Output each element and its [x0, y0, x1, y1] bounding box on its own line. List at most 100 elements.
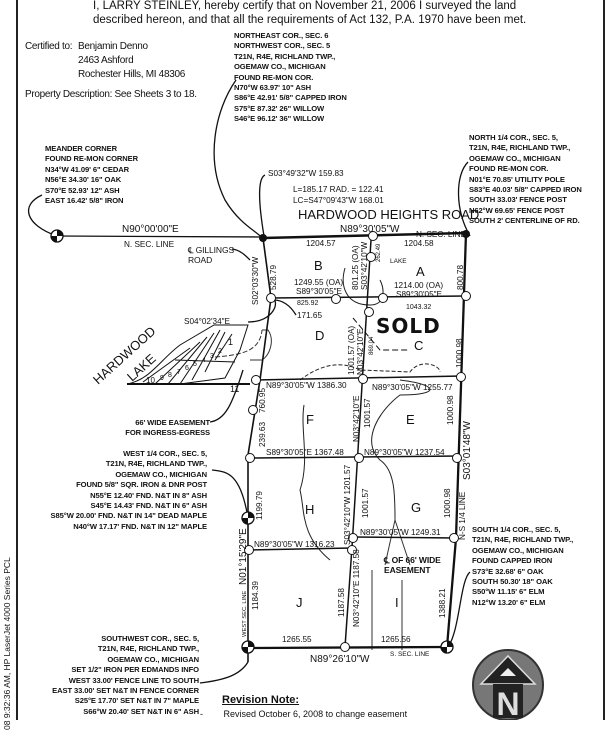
callout-line: 66' WIDE EASEMENT	[135, 418, 210, 427]
certified-to-label: Certified to:	[25, 41, 73, 52]
dim-bd-bearing: S89°30'05"E	[296, 287, 343, 296]
callout-line: OGEMAW CO., MICHIGAN	[107, 654, 199, 664]
dim-j-south: 1265.55	[282, 635, 312, 644]
callout-south-quarter-corner: SOUTH 1/4 COR., SEC. 5,T21N, R4E, RICHLA…	[472, 525, 573, 608]
callout-line: FOUND RE-MON COR.	[234, 72, 314, 82]
callout-line: SOUTH 33.03' FENCE POST	[469, 195, 567, 205]
dim-w-1199: 1199.79	[255, 491, 264, 520]
dim-ab-len: 801.25 (OA)	[351, 245, 360, 290]
callout-southwest-corner: SOUTHWEST COR., SEC. 5,T21N, R4E, RICHLA…	[52, 634, 199, 717]
dim-ji-len: 1187.58	[337, 588, 346, 617]
callout-line: WEST 33.00' FENCE LINE TO SOUTH	[68, 675, 199, 685]
certification-line-1: I, LARRY STEINLEY, hereby certify that o…	[93, 0, 517, 12]
callout-line: S73°E 32.68' 6" OAK	[472, 566, 544, 576]
dim-gi-line: N89°30'05"W 1249.31	[360, 528, 441, 537]
callout-line: N01°E 70.85' UTILITY POLE	[469, 174, 565, 184]
dim-dc-bearing: N03°42'10"E	[356, 328, 365, 375]
callout-line: S70°E 52.93' 12" ASH	[45, 185, 120, 195]
dim-east-bearing: S03°01'48"W	[462, 421, 473, 480]
dim-w-239: 239.63	[258, 422, 267, 447]
callout-line: N56°E 34.30' 16" OAK	[45, 175, 122, 185]
revision-dash: -	[200, 709, 203, 719]
callout-line: S85°W 20.00' FND. N&T IN 14" DEAD MAPLE	[50, 511, 208, 521]
callout-west-quarter-corner: WEST 1/4 COR., SEC. 5,T21N, R4E, RICHLAN…	[50, 449, 208, 532]
sublot-4: 4	[202, 357, 206, 364]
callout-line: SOUTHWEST COR., SEC. 5,	[101, 634, 199, 643]
leader-curve	[258, 174, 266, 237]
leader-meander	[28, 194, 58, 237]
certified-to-block: Benjamin Denno 2463 Ashford Rochester Hi…	[78, 40, 185, 82]
dim-b-north: 1204.57	[306, 239, 336, 248]
sublot-2: 2	[218, 348, 222, 355]
dim-e-east: 1000.98	[446, 395, 455, 425]
dim-w-760: 760.95	[258, 388, 267, 413]
corner-marker-northwest	[259, 234, 267, 242]
callout-line: S75°E 87.32' 26" WILLOW	[234, 103, 325, 113]
lot-f: F	[306, 412, 314, 427]
certified-street: 2463 Ashford	[78, 55, 134, 66]
dim-dc-len: 1001.57 (OA)	[347, 326, 356, 375]
callout-line: N55°E 12.40' FND. N&T IN 8" ASH	[90, 490, 207, 500]
sold-annotation: SOLD	[376, 314, 441, 338]
dim-n-line-west: N90°00'00"E	[122, 224, 179, 235]
callout-line: T21N, R4E, RICHLAND TWP.,	[469, 143, 571, 153]
lake-label: LAKE	[390, 258, 407, 265]
sublot-5: 5	[193, 361, 197, 368]
callout-line: T21N, R4E, RICHLAND TWP.,	[97, 644, 199, 654]
dim-ji-bearing: N03°42'10"E 1187.58	[352, 549, 361, 627]
leader-lines	[28, 79, 471, 684]
parcel-boundaries	[56, 231, 468, 662]
dim-n-sec-line: N. SEC. LINE	[124, 240, 175, 249]
dim-dc-short: 869.04	[369, 336, 375, 355]
callout-line: N62°W 69.65' FENCE POST	[469, 205, 565, 215]
lot-j: J	[296, 595, 303, 610]
sublot-9: 9	[160, 375, 164, 382]
callout-line: ℄ GILLINGS	[188, 245, 235, 255]
corner-marker-south-quarter	[440, 640, 454, 654]
corner-marker-north-quarter	[462, 230, 470, 238]
callout-line: FOUND CAPPED IRON	[472, 556, 553, 566]
callout-line: S46°E 96.12' 36" WILLOW	[234, 114, 325, 124]
callout-line: WEST 1/4 COR., SEC. 5,	[123, 449, 207, 458]
callout-line: ℄ OF 66' WIDE	[384, 555, 441, 565]
leader-171	[273, 299, 297, 316]
lot-i: I	[395, 595, 399, 610]
leader-south-quarter	[447, 571, 471, 648]
callout-line: OGEMAW CO., MICHIGAN	[472, 545, 564, 555]
sublot-7: 7	[177, 369, 181, 376]
leader-ne-sec6	[213, 79, 263, 239]
dim-eg-line: N89°30'05"W 1237.54	[364, 448, 445, 457]
lot-c: C	[414, 338, 423, 353]
callout-line: OGEMAW CO., MICHIGAN	[469, 153, 561, 163]
certified-name: Benjamin Denno	[78, 41, 148, 52]
dim-i-east: 1388.21	[438, 588, 447, 618]
callout-line: S83°E 40.03' 5/8" CAPPED IRON	[469, 185, 582, 195]
dim-ce-line: N89°30'05"W 1255.77	[372, 383, 453, 392]
dim-fe-len: 1001.57	[363, 398, 372, 428]
dim-hg-bearing: S03°42'10"W 1201.57	[343, 464, 352, 545]
dim-curve-lc: LC=S47°09'43"W 168.01	[293, 196, 384, 205]
dim-a-north: 1204.58	[404, 239, 434, 248]
dim-west-sec-line: WEST SEC. LINE	[242, 591, 248, 637]
dim-ns-line: N-S 1/4 LINE	[458, 491, 467, 540]
water-features	[299, 267, 441, 561]
creek-2	[299, 404, 331, 561]
callout-line: S86°E 42.91' 5/8" CAPPED IRON	[234, 93, 347, 103]
dim-hj-line: N89°30'05"W 1316.23	[254, 540, 335, 549]
dim-s-sec-line: S. SEC. LINE	[390, 651, 430, 658]
callout-line: NORTHWEST COR., SEC. 5	[234, 41, 331, 51]
lot-d: D	[315, 328, 324, 343]
sublot-3: 3	[210, 353, 214, 360]
callout-line: EAST 16.42' 5/8" IRON	[45, 196, 124, 206]
creek-3	[371, 379, 431, 521]
north-arrow-letter: N	[496, 686, 519, 720]
callout-line: OGEMAW CO., MICHIGAN	[234, 62, 326, 72]
dim-n-sec-line-2: N. SEC. LINE	[416, 230, 467, 239]
corner-marker-southwest	[241, 640, 255, 654]
callout-line: NORTHEAST COR., SEC. 6	[234, 31, 329, 40]
sublot-10: 10	[146, 376, 155, 385]
revision-note-line: - Revised October 6, 2008 to change ease…	[200, 709, 407, 719]
